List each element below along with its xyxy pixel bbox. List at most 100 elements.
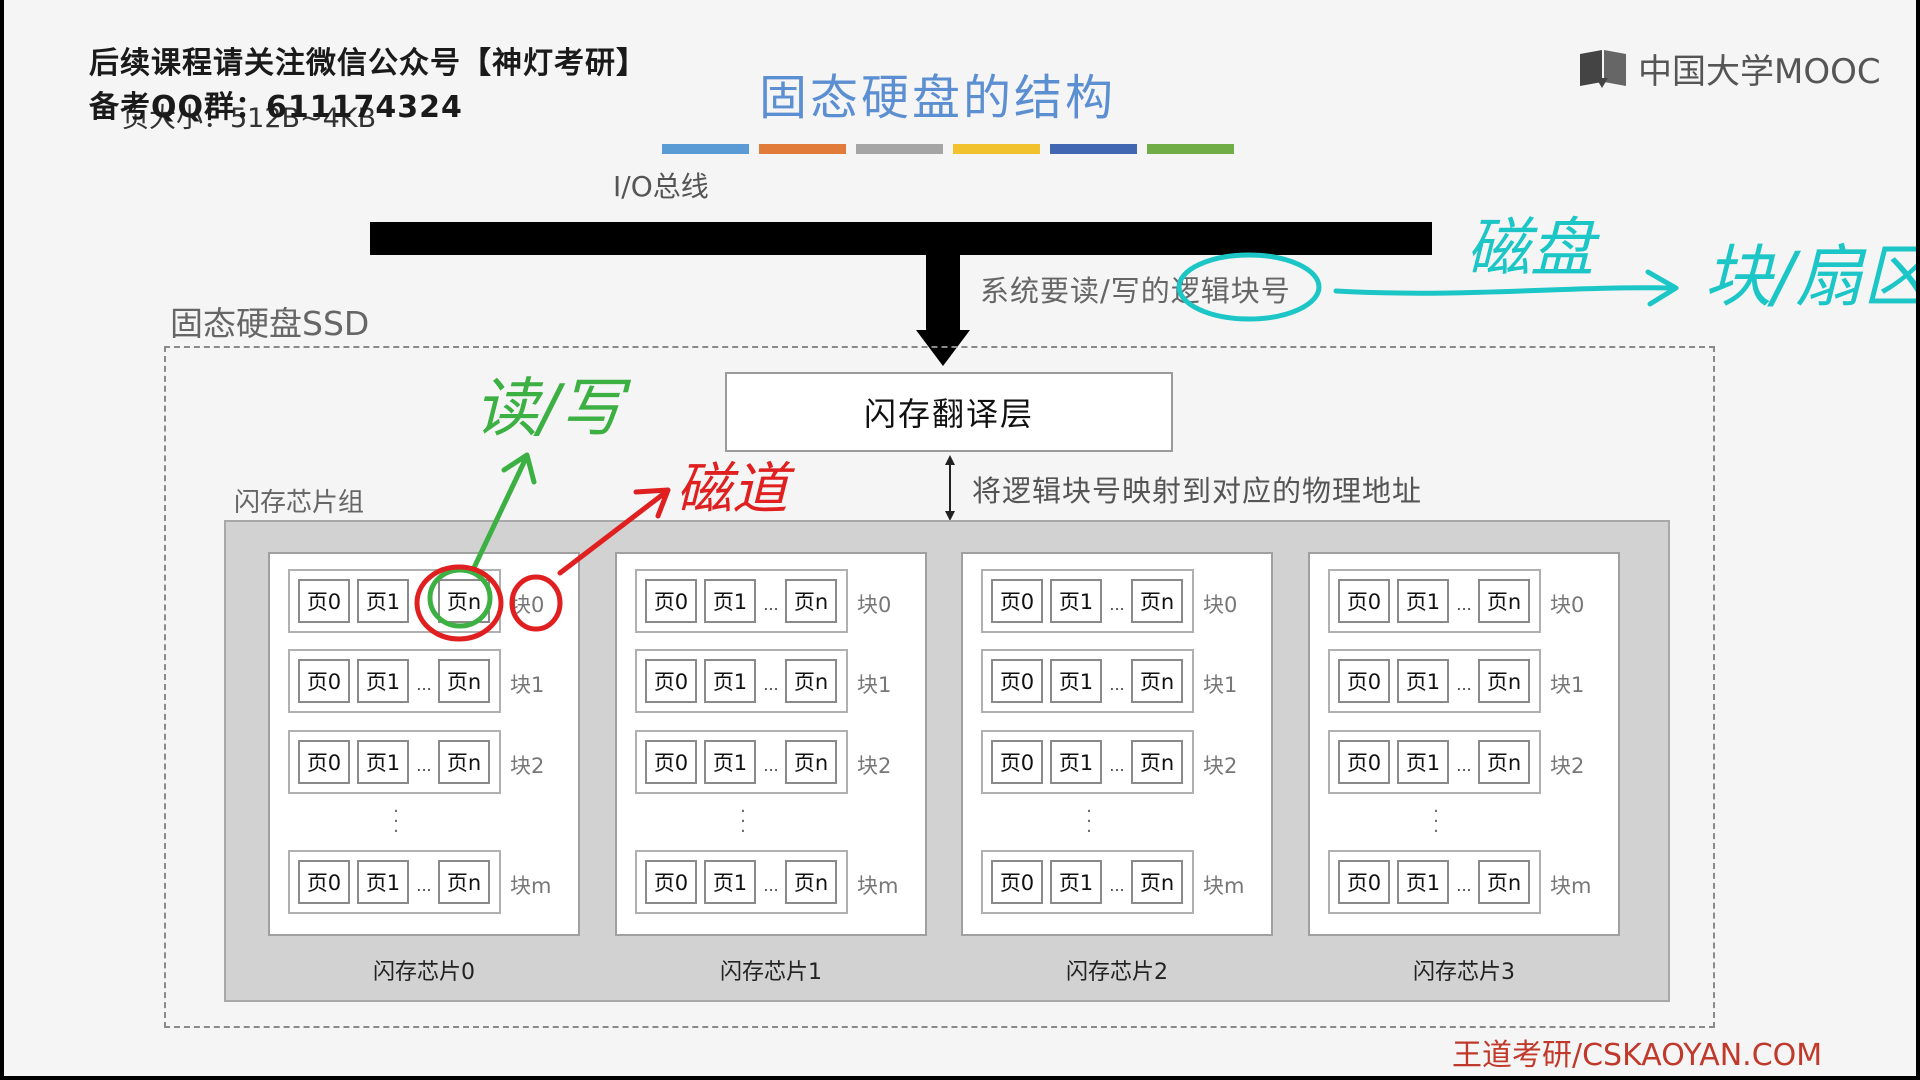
block-label: 块1 — [857, 673, 892, 697]
page-ellipsis: ... — [1456, 675, 1472, 694]
block-label: 块0 — [1550, 593, 1585, 617]
block-row: 页0 页1 ... 页n — [1328, 569, 1541, 633]
block-label: 块m — [1203, 874, 1245, 898]
slide-title: 固态硬盘的结构 — [759, 70, 1117, 126]
block-row: 页0 页1 ... 页n — [1328, 850, 1541, 914]
vertical-ellipsis: ··· — [1433, 801, 1439, 842]
page-ellipsis: ... — [763, 595, 779, 614]
block-row: 页0 页1 页n — [288, 569, 501, 633]
color-bar-segment — [1050, 144, 1137, 154]
cyan-arrow-icon — [1333, 269, 1679, 307]
page-cell: 页n — [785, 740, 837, 784]
chip-group-label: 闪存芯片组 — [234, 488, 365, 518]
io-bus-label: I/O总线 — [613, 170, 709, 203]
block-label: 块1 — [1550, 673, 1585, 697]
page-cell: 页n — [785, 659, 837, 703]
mapping-description: 将逻辑块号映射到对应的物理地址 — [972, 474, 1423, 508]
page-cell: 页1 — [1050, 860, 1102, 904]
block-row: 页0 页1 ... 页n — [288, 850, 501, 914]
page-cell: 页1 — [704, 860, 756, 904]
block-row: 页0 页1 ... 页n — [981, 649, 1194, 713]
page-cell: 页0 — [1338, 860, 1390, 904]
page-cell: 页n — [438, 579, 490, 623]
chip-label: 闪存芯片0 — [373, 960, 475, 985]
io-bus — [370, 222, 1432, 255]
page-cell: 页1 — [704, 659, 756, 703]
block-label: 块2 — [1550, 754, 1585, 778]
mooc-logo-text: 中国大学MOOC — [1638, 51, 1881, 92]
color-bar-segment — [856, 144, 943, 154]
page-cell: 页1 — [1397, 740, 1449, 784]
page-cell: 页n — [1478, 860, 1530, 904]
page-cell: 页n — [1131, 860, 1183, 904]
block-row: 页0 页1 ... 页n — [981, 730, 1194, 794]
block-label: 块0 — [1203, 593, 1238, 617]
chip-label: 闪存芯片1 — [720, 960, 822, 985]
page-cell: 页n — [1478, 579, 1530, 623]
block-label: 块0 — [857, 593, 892, 617]
page-cell: 页1 — [1050, 740, 1102, 784]
ssd-boundary — [164, 346, 1715, 1028]
page-ellipsis: ... — [416, 876, 432, 895]
page-cell: 页0 — [645, 740, 697, 784]
page-size-ghost-text: 页大小：512B~4KB — [122, 103, 377, 134]
block-sector-annotation: 块/扇区 — [1704, 238, 1916, 317]
page-cell: 页n — [438, 740, 490, 784]
flash-translation-layer: 闪存翻译层 — [725, 372, 1173, 452]
page-cell: 页n — [1478, 740, 1530, 784]
page-cell: 页0 — [1338, 579, 1390, 623]
page-cell: 页1 — [704, 579, 756, 623]
page-cell: 页n — [438, 659, 490, 703]
page-cell: 页0 — [298, 740, 350, 784]
page-ellipsis: ... — [763, 756, 779, 775]
color-bar-segment — [1147, 144, 1234, 154]
page-cell: 页n — [1131, 659, 1183, 703]
flash-chip: 页0 页1 ... 页n 块0 页0 页1 ... 页n 块1 页0 页1 ..… — [1308, 552, 1620, 936]
page-cell: 页1 — [357, 659, 409, 703]
block-row: 页0 页1 ... 页n — [635, 730, 848, 794]
page-cell: 页0 — [298, 579, 350, 623]
page-cell: 页1 — [704, 740, 756, 784]
vertical-ellipsis: ··· — [393, 801, 399, 842]
page-cell: 页1 — [1397, 860, 1449, 904]
page-cell: 页1 — [1050, 659, 1102, 703]
page-ellipsis: ... — [1456, 595, 1472, 614]
block-row: 页0 页1 ... 页n — [981, 569, 1194, 633]
page-cell: 页0 — [645, 659, 697, 703]
page-cell: 页1 — [357, 579, 409, 623]
page-cell: 页1 — [357, 860, 409, 904]
block-row: 页0 页1 ... 页n — [635, 649, 848, 713]
page-cell: 页n — [1478, 659, 1530, 703]
page-cell: 页0 — [991, 579, 1043, 623]
page-cell: 页0 — [645, 579, 697, 623]
chip-label: 闪存芯片2 — [1066, 960, 1168, 985]
disk-annotation: 磁盘 — [1466, 212, 1600, 286]
page-ellipsis: ... — [1109, 876, 1125, 895]
mooc-logo: 中国大学MOOC — [1578, 44, 1881, 92]
page-cell: 页0 — [298, 860, 350, 904]
page-ellipsis: ... — [1456, 876, 1472, 895]
flash-chip: 页0 页1 页n 块0 页0 页1 ... 页n 块1 页0 页1 ... 页n… — [268, 552, 580, 936]
block-label: 块2 — [510, 754, 545, 778]
block-label: 块0 — [510, 593, 545, 617]
bus-connector — [926, 252, 960, 332]
page-cell: 页0 — [991, 860, 1043, 904]
vertical-ellipsis: ··· — [1086, 801, 1092, 842]
block-row: 页0 页1 ... 页n — [981, 850, 1194, 914]
page-ellipsis: ... — [1109, 756, 1125, 775]
block-label: 块2 — [857, 754, 892, 778]
page-cell: 页n — [1131, 740, 1183, 784]
flash-chip: 页0 页1 ... 页n 块0 页0 页1 ... 页n 块1 页0 页1 ..… — [615, 552, 927, 936]
block-row: 页0 页1 ... 页n — [635, 569, 848, 633]
page-ellipsis: ... — [416, 675, 432, 694]
page-ellipsis: ... — [416, 756, 432, 775]
page-cell: 页n — [785, 860, 837, 904]
page-cell: 页1 — [1050, 579, 1102, 623]
block-row: 页0 页1 ... 页n — [635, 850, 848, 914]
color-bar-segment — [759, 144, 846, 154]
page-cell: 页0 — [991, 740, 1043, 784]
page-cell: 页0 — [991, 659, 1043, 703]
block-label: 块2 — [1203, 754, 1238, 778]
page-cell: 页n — [785, 579, 837, 623]
block-row: 页0 页1 ... 页n — [288, 649, 501, 713]
